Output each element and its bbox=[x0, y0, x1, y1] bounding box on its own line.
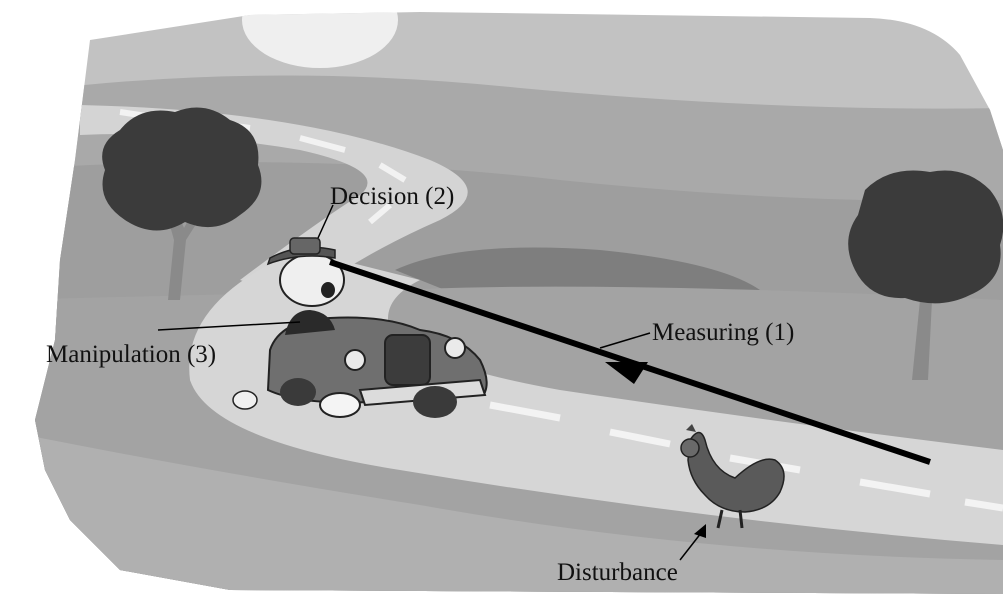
far-road bbox=[80, 105, 468, 300]
disturbance-label: Disturbance bbox=[557, 559, 678, 586]
right-tree bbox=[848, 170, 1003, 380]
driver bbox=[266, 237, 345, 335]
manipulation-leader bbox=[157, 321, 301, 331]
manipulation-label: Manipulation (3) bbox=[46, 341, 217, 368]
left-tree bbox=[102, 107, 262, 300]
measuring-label: Measuring (1) bbox=[652, 319, 795, 346]
sun bbox=[242, 12, 398, 68]
rooster bbox=[680, 424, 785, 529]
decision-label: Decision (2) bbox=[330, 183, 455, 210]
left-edge-marks bbox=[0, 233, 46, 292]
disturbance-arrowhead bbox=[694, 524, 706, 538]
foreground bbox=[35, 430, 1003, 594]
dark-field bbox=[395, 247, 760, 300]
measuring-arrowhead bbox=[605, 362, 648, 384]
car bbox=[232, 316, 488, 418]
decision-leader bbox=[317, 204, 334, 239]
measuring-leader bbox=[599, 332, 651, 349]
